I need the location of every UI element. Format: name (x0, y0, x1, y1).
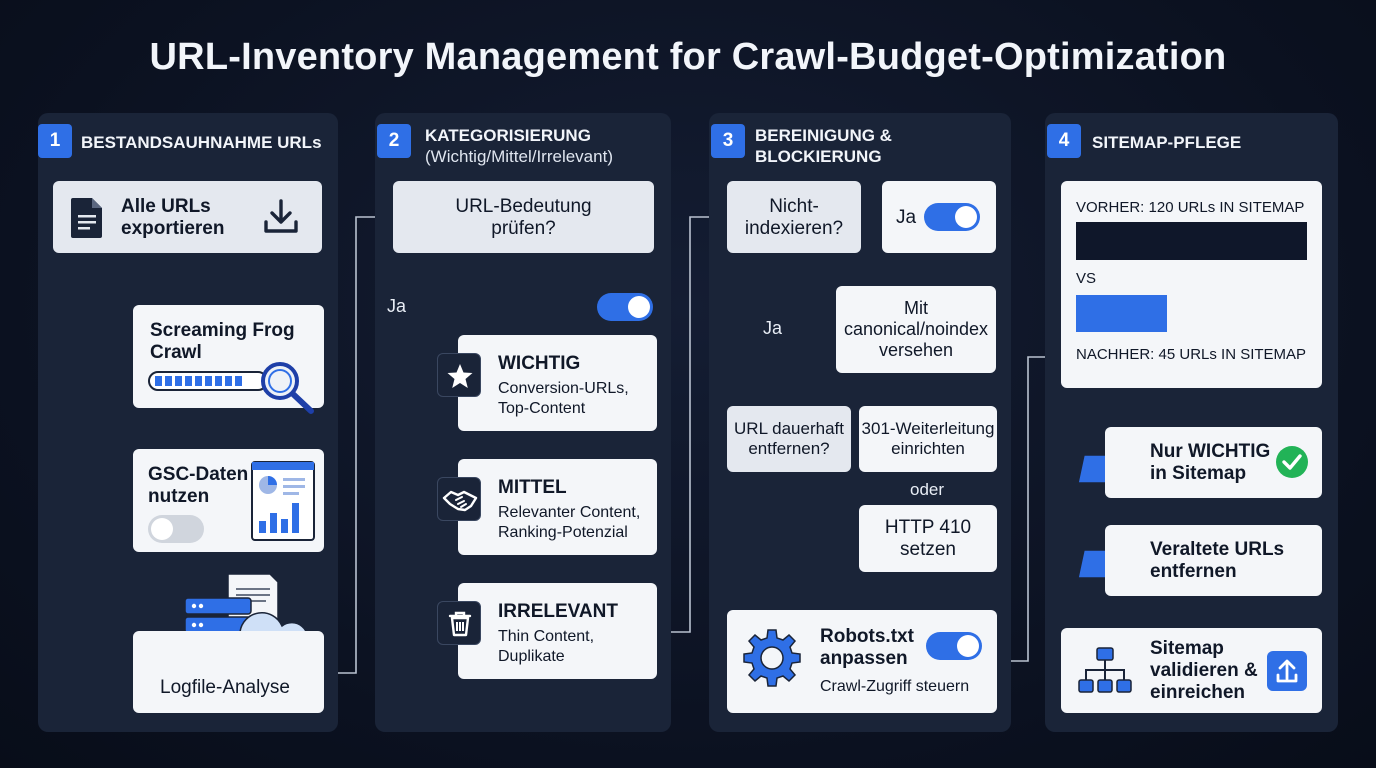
irrelevant-line-1: Thin Content, (498, 628, 595, 645)
logfile-label: Logfile-Analyse (160, 677, 290, 698)
after-bar (1076, 295, 1167, 332)
vs-label: VS (1076, 270, 1097, 287)
canonical-line-1: Mit (904, 298, 928, 318)
column-1-heading: BESTANDSAUHNAHME URLs (81, 133, 322, 152)
category-medium-card[interactable]: MITTEL Relevanter Content, Ranking-Poten… (458, 459, 657, 555)
noindex-line-2: indexieren? (744, 218, 844, 239)
sitemap-tree-icon (1078, 647, 1132, 693)
before-label: VORHER: 120 URLs IN SITEMAP (1076, 199, 1305, 216)
noindex-toggle[interactable] (924, 203, 980, 231)
check-line-1: URL-Bedeutung (455, 196, 592, 217)
noindex-line-1: Nicht- (769, 196, 819, 217)
remove-outdated-card[interactable]: Veraltete URLs entfernen (1105, 525, 1322, 596)
validate-sitemap-card[interactable]: Sitemap validieren & einreichen (1061, 628, 1322, 713)
categorize-toggle[interactable] (597, 293, 653, 321)
star-icon (437, 353, 481, 397)
export-line-1: Alle URLs (121, 196, 211, 217)
redirect-line-1: 301-Weiterleitung (861, 419, 995, 438)
frog-line-1: Screaming Frog (150, 320, 295, 341)
step-number-1: 1 (38, 124, 72, 158)
upload-icon[interactable] (1267, 651, 1307, 691)
url-importance-check[interactable]: URL-Bedeutung prüfen? (393, 181, 654, 253)
gsc-line-2: nutzen (148, 486, 210, 507)
robots-line-2: anpassen (820, 648, 908, 669)
category-important-card[interactable]: WICHTIG Conversion-URLs, Top-Content (458, 335, 657, 431)
check-line-2: prüfen? (491, 218, 556, 239)
canonical-line-2: canonical/noindex (843, 319, 989, 339)
gsc-toggle[interactable] (148, 515, 204, 543)
yes-label: Ja (387, 296, 407, 316)
logfile-analysis-card[interactable]: Logfile-Analyse (133, 631, 324, 713)
irrelevant-line-2: Duplikate (498, 648, 565, 665)
remove-line-1: URL dauerhaft (734, 419, 844, 438)
check-icon (1276, 446, 1308, 478)
frog-line-2: Crawl (150, 342, 202, 363)
step-number-3: 3 (711, 124, 745, 158)
redirect-line-2: einrichten (891, 439, 965, 458)
document-icon (71, 198, 102, 238)
http410-line-1: HTTP 410 (884, 517, 972, 538)
validate-line-3: einreichen (1150, 682, 1246, 703)
gear-icon (743, 629, 801, 687)
medium-line-2: Ranking-Potenzial (498, 524, 628, 541)
validate-line-2: validieren & (1150, 660, 1258, 681)
page-title: URL-Inventory Management for Crawl-Budge… (149, 36, 1227, 78)
handshake-icon (437, 477, 481, 521)
column-2-subheading: (Wichtig/Mittel/Irrelevant) (425, 147, 613, 166)
noindex-yes-card[interactable]: Ja (882, 181, 996, 253)
column-3-heading-line-2: BLOCKIERUNG (755, 147, 882, 166)
robots-line-1: Robots.txt (820, 626, 914, 647)
column-3-heading-line-1: BEREINIGUNG & (755, 126, 892, 145)
http410-line-2: setzen (900, 539, 956, 560)
dashboard-icon (251, 461, 315, 541)
remove-outdated-line-1: Veraltete URLs (1150, 539, 1285, 560)
only-important-line-2: in Sitemap (1150, 463, 1247, 484)
or-label: oder (910, 480, 945, 499)
medium-title: MITTEL (498, 477, 567, 498)
after-label: NACHHER: 45 URLs IN SITEMAP (1076, 346, 1307, 363)
robots-toggle[interactable] (926, 632, 982, 660)
canonical-line-3: versehen (878, 340, 954, 360)
canonical-noindex-card[interactable]: Mit canonical/noindex versehen (836, 286, 996, 373)
medium-line-1: Relevanter Content, (498, 504, 641, 521)
export-urls-card[interactable]: Alle URLs exportieren (53, 181, 322, 253)
before-bar (1076, 222, 1307, 260)
download-icon[interactable] (262, 198, 300, 236)
important-title: WICHTIG (498, 353, 581, 374)
branch-yes-label: Ja (763, 318, 783, 338)
trash-icon (437, 601, 481, 645)
noindex-yes-label: Ja (896, 207, 917, 228)
important-line-2: Top-Content (498, 400, 586, 417)
noindex-question[interactable]: Nicht- indexieren? (727, 181, 861, 253)
robots-txt-card[interactable]: Robots.txt anpassen Crawl-Zugriff steuer… (727, 610, 997, 713)
category-irrelevant-card[interactable]: IRRELEVANT Thin Content, Duplikate (458, 583, 657, 679)
step-number-4: 4 (1047, 124, 1081, 158)
screaming-frog-card[interactable]: Screaming Frog Crawl (133, 305, 324, 414)
remove-line-2: entfernen? (748, 439, 830, 458)
gsc-line-1: GSC-Daten (148, 464, 249, 485)
column-4-heading: SITEMAP-PFLEGE (1092, 133, 1242, 152)
http-410-card[interactable]: HTTP 410 setzen (859, 505, 997, 572)
remove-url-question[interactable]: URL dauerhaft entfernen? (727, 406, 851, 472)
magnifier-icon (148, 362, 314, 414)
irrelevant-title: IRRELEVANT (498, 601, 618, 622)
robots-line-3: Crawl-Zugriff steuern (820, 678, 970, 695)
step-number-2: 2 (377, 124, 411, 158)
remove-outdated-line-2: entfernen (1150, 561, 1237, 582)
sitemap-comparison-card: VORHER: 120 URLs IN SITEMAP VS NACHHER: … (1061, 181, 1322, 388)
important-line-1: Conversion-URLs, (498, 380, 629, 397)
column-2-heading: KATEGORISIERUNG (425, 126, 591, 145)
only-important-card[interactable]: Nur WICHTIG in Sitemap (1105, 427, 1322, 498)
redirect-301-card[interactable]: 301-Weiterleitung einrichten (859, 406, 997, 472)
export-line-2: exportieren (121, 218, 225, 239)
validate-line-1: Sitemap (1150, 638, 1224, 659)
only-important-line-1: Nur WICHTIG (1150, 441, 1271, 462)
gsc-data-card[interactable]: GSC-Daten nutzen (133, 449, 324, 552)
